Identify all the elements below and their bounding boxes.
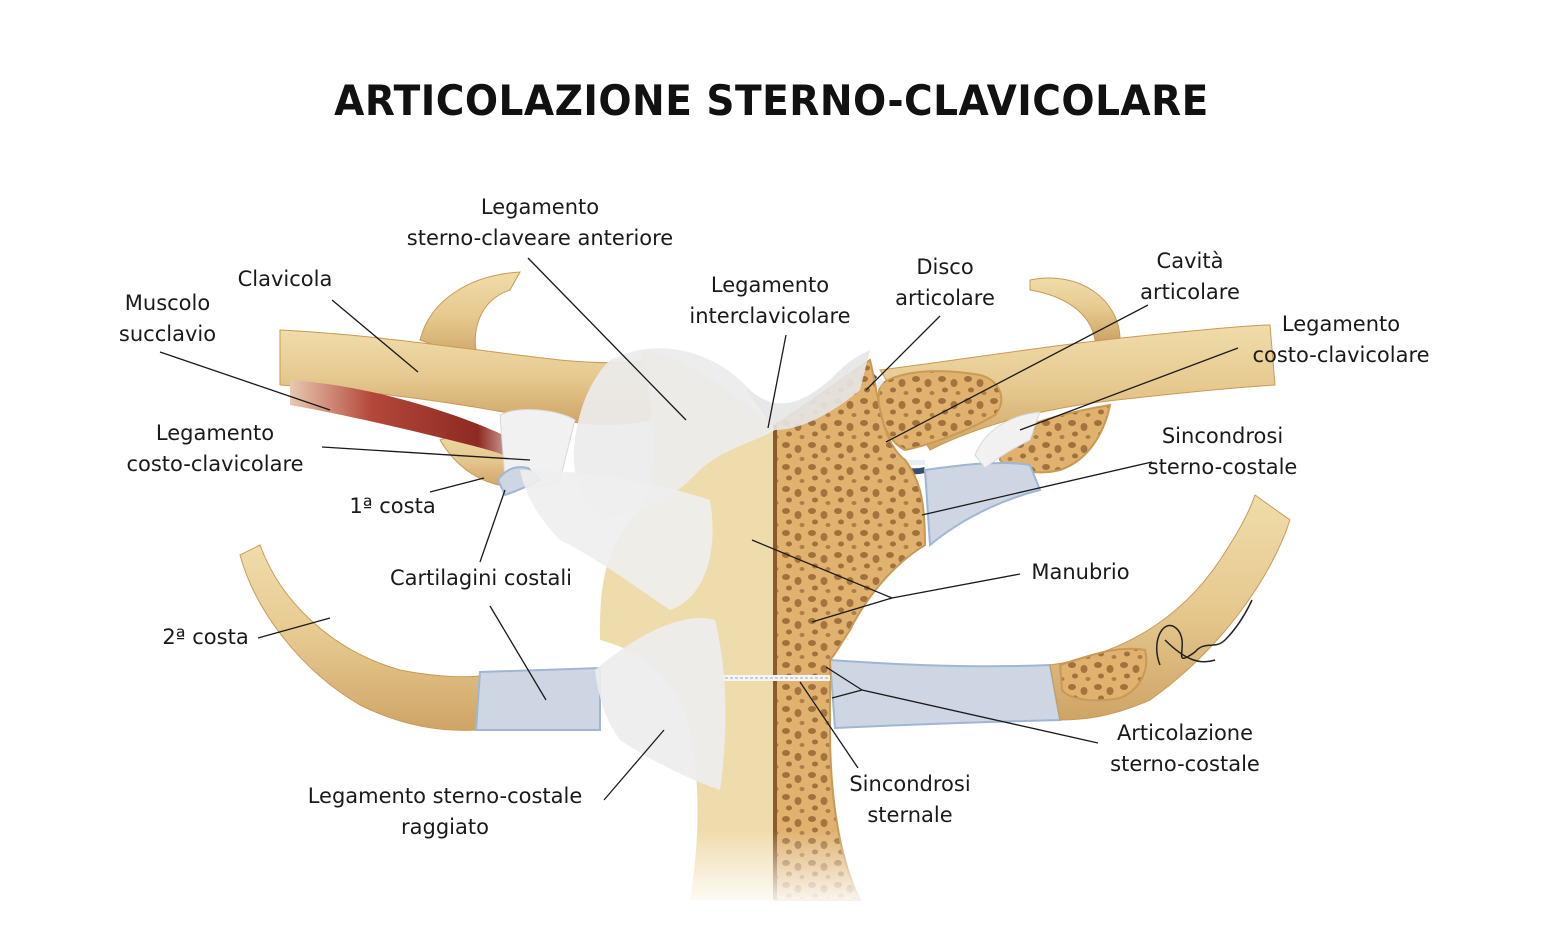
leader-leg-sterno-costale-raggiato (603, 729, 665, 801)
first-rib-right (1029, 277, 1121, 341)
label-cartilagini-costali: Cartilagini costali (389, 566, 573, 590)
leader-cavita-articolare (885, 304, 1149, 443)
first-costal-cartilage-right (923, 461, 1042, 548)
leader-sincondrosi-sterno-costale (921, 461, 1153, 516)
label-prima-costa: 1ª costa (349, 494, 436, 518)
leader-manubrio-2 (751, 539, 893, 599)
label-muscolo-succlavio: Muscolo succlavio (118, 291, 217, 346)
leader-manubrio-1 (891, 573, 1021, 599)
leader-sincondrosi-sternale (799, 681, 859, 769)
leader-articolazione-sterno-costale-3 (831, 689, 863, 699)
manubrium-cut (774, 358, 927, 901)
label-clavicola: Clavicola (237, 267, 333, 291)
leader-cartilagini-costali-2 (489, 605, 547, 701)
label-leg-costo-clav-left: Legamento costo-clavicolare (126, 421, 304, 476)
leader-prima-costa (429, 477, 485, 493)
label-leg-interclavicolare: Legamento interclavicolare (689, 273, 851, 328)
leader-disco-articolare (865, 315, 941, 391)
first-rib-left (419, 271, 521, 361)
leader-articolazione-sterno-costale-2 (825, 666, 863, 691)
label-leg-costo-clav-right: Legamento costo-clavicolare (1252, 312, 1430, 367)
label-sincondrosi-sternale: Sincondrosi sternale (849, 772, 971, 827)
label-cavita-articolare: Cavità articolare (1140, 249, 1240, 304)
leader-leg-costo-clav-right (1019, 347, 1239, 431)
leader-leg-interclavicolare (767, 334, 787, 429)
subclavius-muscle (290, 380, 525, 458)
ligament-fan-first-rib (520, 470, 713, 610)
second-costal-cartilage-right (828, 658, 1062, 730)
leader-lines (159, 257, 1239, 801)
interclavicular-ligament (740, 350, 870, 430)
second-costal-cartilage-left (474, 666, 601, 731)
label-leg-sterno-claveare: Legamento sterno-claveare anteriore (406, 195, 674, 250)
diagram-title: ARTICOLAZIONE STERNO-CLAVICOLARE (334, 76, 1209, 125)
leader-articolazione-sterno-costale-1 (861, 689, 1099, 744)
leader-cartilagini-costali-1 (479, 489, 506, 563)
label-sincondrosi-sterno-costale: Sincondrosi sterno-costale (1147, 424, 1298, 479)
label-leg-sterno-costale-raggiato: Legamento sterno-costale raggiato (307, 784, 583, 839)
leader-seconda-costa (257, 617, 331, 639)
leader-manubrio-3 (811, 597, 893, 623)
label-manubrio: Manubrio (1031, 560, 1130, 584)
label-disco-articolare: Disco articolare (895, 255, 995, 310)
clavicle-cut-section (877, 370, 1003, 452)
label-articolazione-sterno-costale: Articolazione sterno-costale (1110, 721, 1260, 776)
label-seconda-costa: 2ª costa (162, 625, 249, 649)
second-rib-right-cut (1058, 647, 1148, 702)
costoclavicular-ligament-right (974, 411, 1041, 469)
second-rib-left (239, 544, 481, 731)
anterior-sternoclavicular-ligament (573, 348, 775, 520)
leader-leg-costo-clav-left (321, 446, 531, 461)
radiate-sternocostal-ligament (595, 618, 726, 790)
artist-signature (1155, 599, 1253, 666)
leader-clavicola (331, 299, 419, 373)
leader-muscolo-succlavio (159, 351, 331, 411)
leader-leg-sterno-claveare (527, 257, 687, 421)
